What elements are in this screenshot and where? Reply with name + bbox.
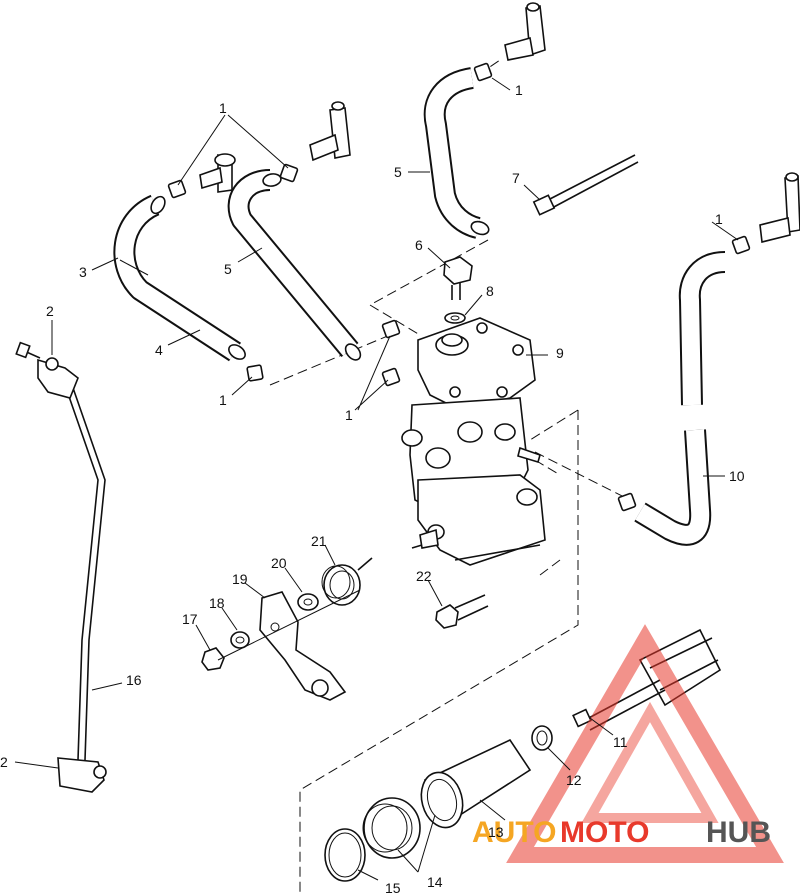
callout-1e: 1: [345, 407, 353, 423]
callout-19: 19: [232, 571, 248, 587]
callout-7: 7: [512, 170, 520, 186]
callout-2b: 2: [0, 754, 8, 770]
watermark-hub: HUB: [706, 816, 771, 849]
callout-9: 9: [556, 345, 564, 361]
callout-6: 6: [415, 237, 423, 253]
watermark-logo: AUTO MOTO HUB: [472, 624, 784, 863]
lever-assembly: [201, 557, 373, 701]
callout-17: 17: [182, 611, 198, 627]
callout-13: 13: [488, 824, 504, 840]
rod-end-top: [37, 358, 79, 399]
callout-8: 8: [486, 283, 494, 299]
callout-4: 4: [155, 342, 163, 358]
callout-14: 14: [427, 874, 443, 890]
bolt-22: [435, 594, 489, 629]
screw-and-washer: [443, 256, 473, 324]
leader-lines: [14, 77, 739, 881]
callout-15: 15: [385, 880, 401, 895]
hose-clamps: [167, 62, 751, 512]
callout-1a: 1: [219, 100, 227, 116]
callout-1c: 1: [715, 211, 723, 227]
callout-22: 22: [416, 568, 432, 584]
cable-tie: [532, 154, 639, 216]
callout-3: 3: [79, 264, 87, 280]
callout-18: 18: [209, 595, 225, 611]
callout-16: 16: [126, 672, 142, 688]
callout-1d: 1: [219, 392, 227, 408]
hose-5-left: [227, 169, 362, 361]
drive-shaft-assembly: [324, 628, 722, 882]
callout-10: 10: [729, 468, 745, 484]
hose-10: [634, 251, 726, 546]
callout-5a: 5: [224, 261, 232, 277]
linkage-rod-assembly: [15, 341, 107, 793]
hose-5-right: [423, 67, 490, 239]
dashed-guides: [269, 59, 631, 895]
callout-1b: 1: [515, 82, 523, 98]
callout-12: 12: [566, 772, 582, 788]
callout-2a: 2: [46, 303, 54, 319]
watermark-auto: AUTO: [472, 816, 556, 849]
callout-labels: 1 1 1 1 1 2 2 3 4 5 5 6 7 8 9 10 11 12 1…: [0, 82, 745, 895]
watermark-moto: MOTO: [560, 816, 649, 849]
callout-11: 11: [613, 734, 628, 750]
hose-3-4: [113, 194, 246, 362]
oil-pump-body: [401, 317, 546, 566]
callout-5b: 5: [394, 164, 402, 180]
callout-20: 20: [271, 555, 287, 571]
elbow-fittings: [199, 2, 800, 243]
rod-end-bottom: [57, 757, 105, 793]
callout-21: 21: [311, 533, 327, 549]
